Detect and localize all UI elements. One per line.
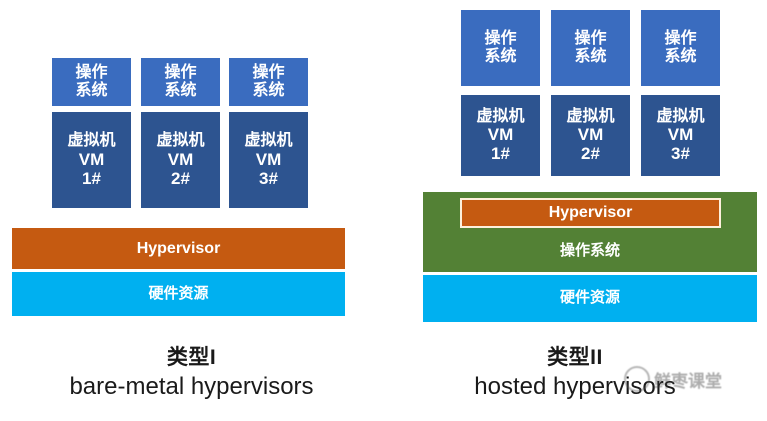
hardware-bar-2-label: 硬件资源 <box>559 289 620 307</box>
vm-box-6-line1: 虚拟机 <box>656 107 705 125</box>
caption-type-1: 类型I bare-metal hypervisors <box>0 345 383 402</box>
vm-box-3: 虚拟机 VM 3# <box>229 112 308 208</box>
hardware-bar: 硬件资源 <box>12 272 345 316</box>
caption-type-2: 类型II hosted hypervisors <box>383 345 767 402</box>
vm-box-3-line2: VM <box>255 149 282 169</box>
hardware-bar-label: 硬件资源 <box>148 284 209 302</box>
os-box-3-line1: 操作 <box>252 64 285 82</box>
hypervisor-inner-label: Hypervisor <box>548 204 633 222</box>
hardware-bar-2: 硬件资源 <box>423 275 757 322</box>
os-box-6-line2: 系统 <box>664 48 697 65</box>
os-box-1: 操作 系统 <box>52 58 131 106</box>
hypervisor-bar: Hypervisor <box>12 228 345 269</box>
vm-box-5-line2: VM <box>577 125 604 145</box>
vm-box-1-line3: 1# <box>82 168 101 188</box>
vm-box-4-line1: 虚拟机 <box>476 107 525 125</box>
vm-box-6: 虚拟机 VM 3# <box>641 95 720 176</box>
vm-box-5: 虚拟机 VM 2# <box>551 95 630 176</box>
caption-type-1-en: bare-metal hypervisors <box>69 373 314 401</box>
os-box-3: 操作 系统 <box>229 58 308 106</box>
vm-box-1-line2: VM <box>78 149 105 169</box>
caption-type-2-zh: 类型II <box>547 346 603 369</box>
vm-box-5-line1: 虚拟机 <box>566 107 615 125</box>
hypervisor-inner-box: Hypervisor <box>460 198 721 228</box>
os-box-4-line1: 操作 <box>484 30 517 48</box>
hypervisor-bar-label: Hypervisor <box>136 239 221 257</box>
vm-box-4: 虚拟机 VM 1# <box>461 95 540 176</box>
vm-box-3-line3: 3# <box>259 168 278 188</box>
os-box-4: 操作 系统 <box>461 10 540 86</box>
vm-box-6-line2: VM <box>667 125 694 145</box>
vm-box-4-line2: VM <box>487 125 514 145</box>
vm-box-2-line3: 2# <box>171 168 190 188</box>
vm-box-6-line3: 3# <box>671 144 690 164</box>
os-box-3-line2: 系统 <box>252 82 285 99</box>
vm-box-2: 虚拟机 VM 2# <box>141 112 220 208</box>
host-os-bar-label: 操作系统 <box>559 242 620 260</box>
caption-type-2-en: hosted hypervisors <box>474 373 676 401</box>
os-box-1-line1: 操作 <box>75 64 108 82</box>
os-box-2: 操作 系统 <box>141 58 220 106</box>
os-box-2-line1: 操作 <box>164 64 197 82</box>
os-box-5-line2: 系统 <box>574 48 607 65</box>
vm-box-5-line3: 2# <box>581 144 600 164</box>
panel-type-1: 操作 系统 操作 系统 操作 系统 虚拟机 VM 1# 虚拟机 VM 2# 虚拟… <box>0 0 383 421</box>
vm-box-1-line1: 虚拟机 <box>67 132 116 150</box>
os-box-2-line2: 系统 <box>164 82 197 99</box>
vm-box-3-line1: 虚拟机 <box>244 132 293 150</box>
os-box-5-line1: 操作 <box>574 30 607 48</box>
vm-box-2-line1: 虚拟机 <box>156 132 205 150</box>
os-box-5: 操作 系统 <box>551 10 630 86</box>
vm-box-1: 虚拟机 VM 1# <box>52 112 131 208</box>
vm-box-2-line2: VM <box>167 149 194 169</box>
os-box-6-line1: 操作 <box>664 30 697 48</box>
vm-box-4-line3: 1# <box>491 144 510 164</box>
caption-type-1-zh: 类型I <box>166 346 217 369</box>
os-box-4-line2: 系统 <box>484 48 517 65</box>
os-box-6: 操作 系统 <box>641 10 720 86</box>
os-box-1-line2: 系统 <box>75 82 108 99</box>
panel-type-2: 操作 系统 操作 系统 操作 系统 虚拟机 VM 1# 虚拟机 VM 2# 虚拟… <box>383 0 767 421</box>
